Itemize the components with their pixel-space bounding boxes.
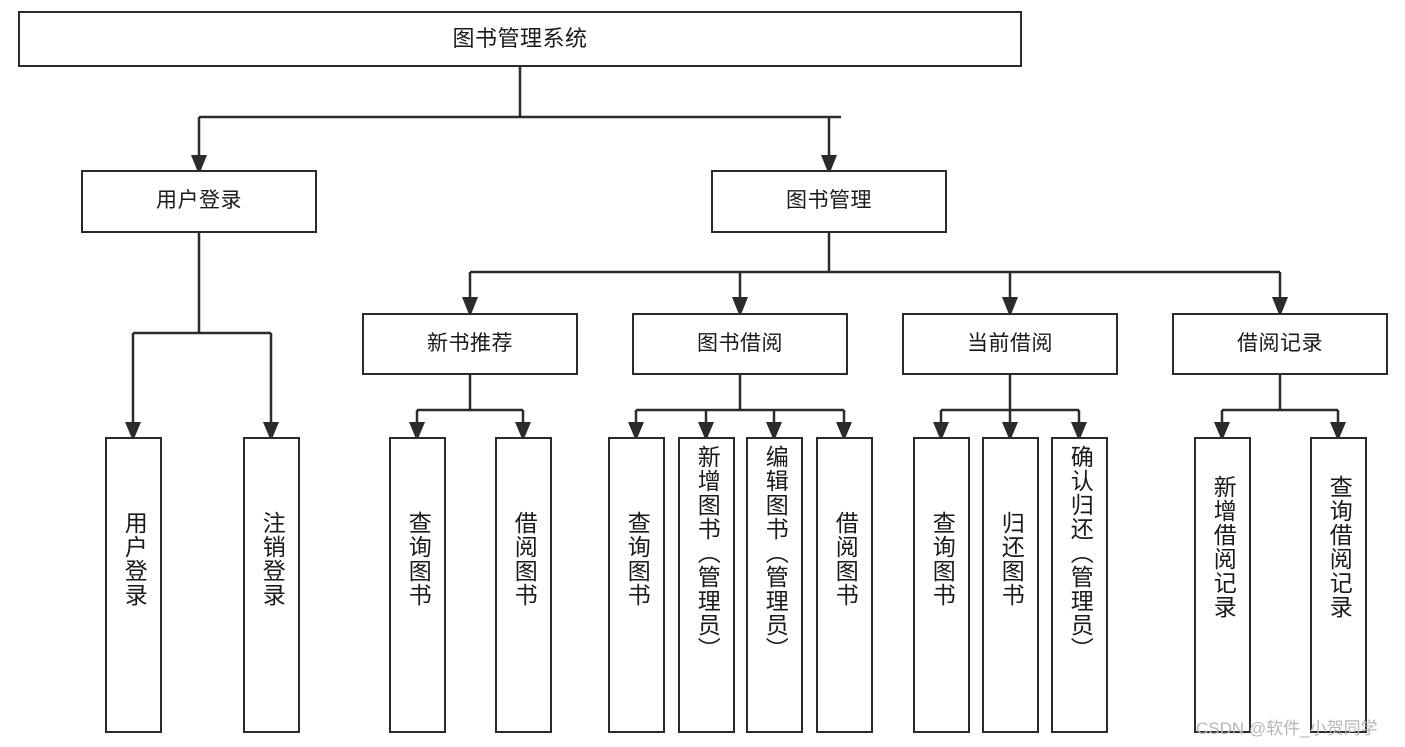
node-book-borrow[interactable]: 图书借阅 bbox=[632, 313, 848, 375]
leaf-edit-book-admin[interactable]: 编辑图书（管理员） bbox=[746, 437, 803, 733]
node-label: 用户登录 bbox=[156, 189, 242, 213]
leaf-borrow-book-new-book[interactable]: 借阅图书 bbox=[495, 437, 552, 733]
node-label: 查询图书 bbox=[405, 511, 432, 607]
node-label: 注销登录 bbox=[259, 511, 286, 607]
leaf-logout-login[interactable]: 注销登录 bbox=[243, 437, 300, 733]
node-label: 借阅记录 bbox=[1237, 331, 1323, 355]
node-label: 新增图书（管理员） bbox=[694, 445, 721, 661]
node-label: 查询图书 bbox=[929, 511, 956, 607]
node-label: 当前借阅 bbox=[967, 331, 1053, 355]
node-label: 新书推荐 bbox=[427, 331, 513, 355]
node-label: 图书管理 bbox=[786, 189, 872, 213]
node-label: 借阅图书 bbox=[832, 511, 859, 607]
node-label: 借阅图书 bbox=[511, 511, 538, 607]
node-label: 用户登录 bbox=[121, 511, 148, 607]
node-label: 图书管理系统 bbox=[452, 26, 588, 52]
leaf-confirm-return-admin[interactable]: 确认归还（管理员） bbox=[1051, 437, 1108, 733]
leaf-query-book-borrow[interactable]: 查询图书 bbox=[608, 437, 665, 733]
node-label: 编辑图书（管理员） bbox=[762, 445, 789, 661]
node-label: 查询借阅记录 bbox=[1326, 475, 1353, 619]
node-label: 新增借阅记录 bbox=[1210, 475, 1237, 619]
leaf-query-borrow-record[interactable]: 查询借阅记录 bbox=[1310, 437, 1367, 733]
leaf-user-login[interactable]: 用户登录 bbox=[105, 437, 162, 733]
node-borrow-record[interactable]: 借阅记录 bbox=[1172, 313, 1388, 375]
node-label: 确认归还（管理员） bbox=[1067, 445, 1094, 661]
node-current-borrow[interactable]: 当前借阅 bbox=[902, 313, 1118, 375]
csdn-watermark: CSDN @软件_小贺同学 bbox=[1196, 719, 1378, 738]
leaf-return-book[interactable]: 归还图书 bbox=[982, 437, 1039, 733]
node-root-book-management-system[interactable]: 图书管理系统 bbox=[18, 11, 1022, 67]
leaf-query-book-new-book[interactable]: 查询图书 bbox=[389, 437, 446, 733]
leaf-add-borrow-record[interactable]: 新增借阅记录 bbox=[1194, 437, 1251, 733]
node-book-management[interactable]: 图书管理 bbox=[711, 170, 947, 233]
leaf-add-book-admin[interactable]: 新增图书（管理员） bbox=[678, 437, 735, 733]
node-label: 图书借阅 bbox=[697, 331, 783, 355]
node-label: 归还图书 bbox=[998, 511, 1025, 607]
leaf-query-book-current[interactable]: 查询图书 bbox=[913, 437, 970, 733]
node-new-book-recommend[interactable]: 新书推荐 bbox=[362, 313, 578, 375]
node-label: 查询图书 bbox=[624, 511, 651, 607]
node-user-login[interactable]: 用户登录 bbox=[81, 170, 317, 233]
leaf-borrow-book-borrow[interactable]: 借阅图书 bbox=[816, 437, 873, 733]
